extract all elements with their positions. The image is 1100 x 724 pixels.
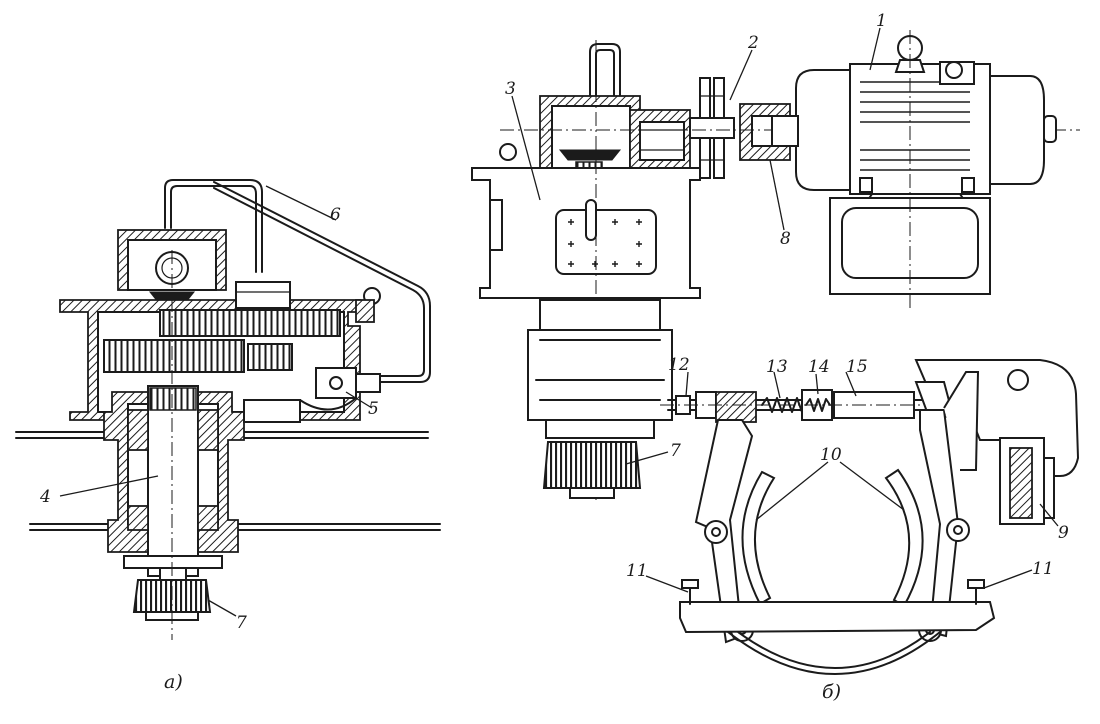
- motor-endcap: [795, 69, 851, 191]
- label-10: 10: [820, 445, 842, 465]
- leader-lines: [59, 27, 1059, 617]
- label-8: 8: [780, 229, 791, 249]
- oil-pipe-top-inner: [170, 185, 257, 273]
- label-1: 1: [876, 11, 887, 31]
- label-9: 9: [1058, 523, 1069, 543]
- label-12: 12: [668, 355, 690, 375]
- label-15: 15: [846, 357, 868, 377]
- right-brake-shoe-10: [884, 468, 924, 608]
- cover-bolts: [568, 219, 642, 267]
- lower-gear-wheel: [103, 339, 245, 373]
- upper-housing-cavity: [127, 239, 217, 291]
- oil-pipe-top: [164, 179, 263, 273]
- top-pipe: [589, 43, 621, 97]
- caption-a: а): [164, 671, 183, 693]
- lower-link: [727, 631, 941, 675]
- oil-pump: [315, 367, 357, 399]
- stop-bolt-11-left: [681, 579, 699, 589]
- stop-bolt-11-right: [967, 579, 985, 589]
- label-7-left: 7: [236, 613, 247, 633]
- figure-a-assembly: [15, 179, 441, 640]
- label-14: 14: [808, 357, 830, 377]
- label-3: 3: [505, 79, 516, 99]
- inspection-cover: [555, 209, 657, 275]
- upper-gear-set: [159, 309, 341, 337]
- label-13: 13: [766, 357, 788, 377]
- figure-b-brake: [660, 359, 1080, 675]
- figure-b-drive: [471, 30, 1080, 500]
- label-4: 4: [39, 487, 51, 507]
- label-7-right: 7: [670, 441, 681, 461]
- part-labels: 1 2 3 4 5 6 7 7 8 9 10 11 11 12 13 14 15…: [39, 11, 1069, 703]
- label-11-right: 11: [1032, 559, 1054, 579]
- label-11-left: 11: [626, 561, 648, 581]
- oil-pipe-long-inner: [213, 187, 425, 377]
- label-2: 2: [747, 33, 759, 53]
- small-pinion: [247, 343, 293, 371]
- label-5: 5: [368, 399, 379, 419]
- chuck-7-right: [542, 441, 642, 489]
- left-brake-shoe-10: [741, 470, 776, 606]
- motor-rear-cap: [989, 75, 1045, 185]
- bearing-block: [243, 399, 301, 423]
- spindle-4: [147, 385, 199, 577]
- label-6: 6: [330, 205, 341, 225]
- brake-base: [679, 601, 996, 634]
- oil-pipe-long: [213, 181, 431, 383]
- caption-b: б): [822, 681, 841, 703]
- spindle-column: [527, 329, 673, 421]
- gear-cap: [235, 281, 291, 309]
